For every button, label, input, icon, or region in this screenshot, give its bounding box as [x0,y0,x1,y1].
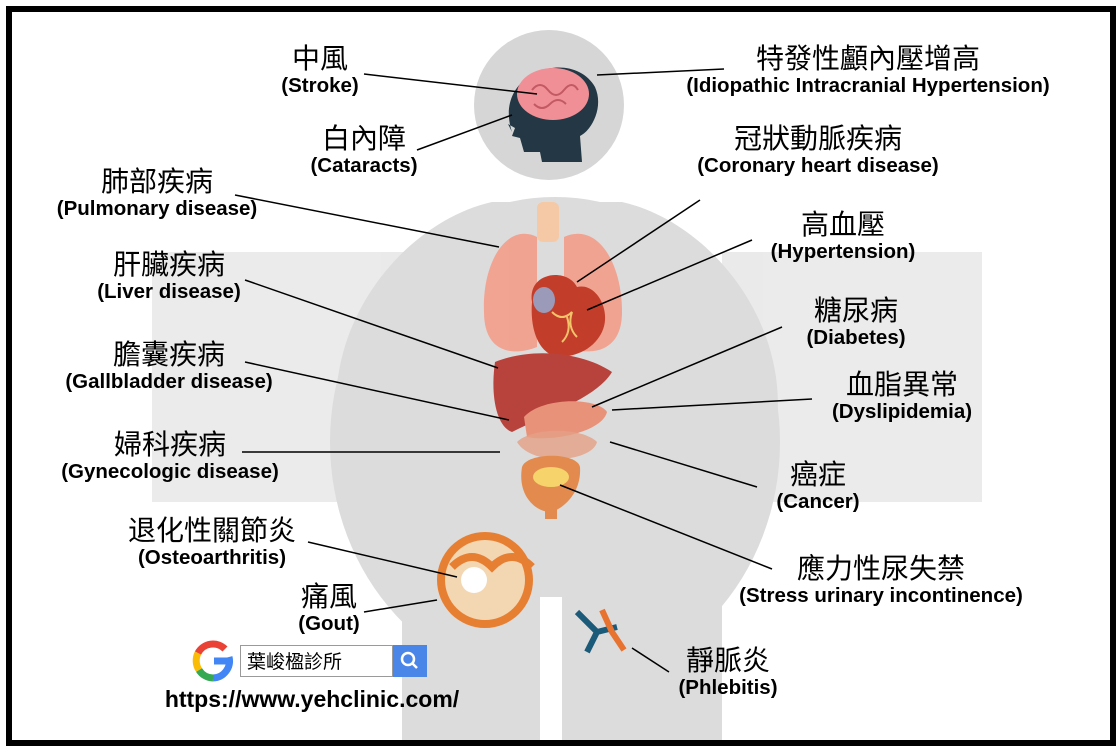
label-stroke-zh: 中風 [291,42,348,75]
label-gallbladder: 膽囊疾病 (Gallbladder disease) [65,340,272,394]
label-dyslipidemia-en: (Dyslipidemia) [831,400,973,423]
search-input[interactable]: 葉峻楹診所 [240,645,393,677]
label-liver: 肝臟疾病 (Liver disease) [97,250,241,304]
label-liver-en: (Liver disease) [97,280,241,303]
label-phlebitis: 靜脈炎 (Phlebitis) [678,646,777,700]
label-liver-zh: 肝臟疾病 [112,248,226,281]
label-gout-en: (Gout) [298,612,360,635]
label-hypertension-zh: 高血壓 [800,208,885,241]
label-stress-urinary-zh: 應力性尿失禁 [796,552,966,585]
label-osteoarthritis: 退化性關節炎 (Osteoarthritis) [128,516,296,570]
label-cataracts-en: (Cataracts) [310,154,418,177]
obesity-diseases-illustration [152,30,982,740]
label-cataracts-zh: 白內障 [321,122,407,155]
label-diabetes-en: (Diabetes) [806,326,906,349]
label-gallbladder-zh: 膽囊疾病 [112,338,226,371]
label-cancer-en: (Cancer) [776,490,860,513]
heart-icon [531,275,606,357]
leg-gap [540,597,562,740]
label-coronary-zh: 冠狀動脈疾病 [733,122,902,155]
label-dyslipidemia-zh: 血脂異常 [845,368,958,401]
label-coronary: 冠狀動脈疾病 (Coronary heart disease) [697,124,939,178]
label-iih: 特發性顱內壓增高 (Idiopathic Intracranial Hypert… [686,44,1049,98]
label-hypertension: 高血壓 (Hypertension) [771,210,916,264]
label-gout: 痛風 (Gout) [298,582,359,636]
label-stress-urinary: 應力性尿失禁 (Stress urinary incontinence) [739,554,1023,608]
label-stress-urinary-en: (Stress urinary incontinence) [739,584,1023,607]
label-hypertension-en: (Hypertension) [770,240,916,263]
knee-joint-icon [437,532,535,628]
label-gallbladder-en: (Gallbladder disease) [65,370,273,393]
label-pulmonary: 肺部疾病 (Pulmonary disease) [57,167,258,221]
label-stroke: 中風 (Stroke) [281,44,358,98]
bladder-icon [521,455,581,519]
label-cancer-zh: 癌症 [789,458,847,491]
label-coronary-en: (Coronary heart disease) [697,154,939,177]
label-gynecologic-en: (Gynecologic disease) [61,460,279,483]
label-phlebitis-en: (Phlebitis) [678,676,778,699]
clinic-url[interactable]: https://www.yehclinic.com/ [164,686,460,712]
label-osteoarthritis-zh: 退化性關節炎 [127,514,297,547]
label-stroke-en: (Stroke) [281,74,359,97]
label-diabetes-zh: 糖尿病 [813,294,899,327]
pancreas-icon [524,401,607,439]
google-g-icon [192,640,233,682]
uterus-icon [517,430,597,459]
label-dyslipidemia: 血脂異常 (Dyslipidemia) [832,370,972,424]
label-gynecologic-zh: 婦科疾病 [113,428,227,461]
label-phlebitis-zh: 靜脈炎 [685,644,770,677]
label-cataracts: 白內障 (Cataracts) [310,124,417,178]
label-gynecologic: 婦科疾病 (Gynecologic disease) [61,430,279,484]
label-pulmonary-zh: 肺部疾病 [100,165,214,198]
leader-lines [234,68,813,673]
label-iih-zh: 特發性顱內壓增高 [755,42,980,75]
search-button[interactable] [393,645,427,677]
label-diabetes: 糖尿病 (Diabetes) [806,296,905,350]
label-osteoarthritis-en: (Osteoarthritis) [137,546,287,569]
head-icon [508,67,599,162]
vein-icon [574,608,627,654]
label-gout-zh: 痛風 [300,580,358,613]
label-iih-en: (Idiopathic Intracranial Hypertension) [686,74,1050,97]
diagram-frame: 中風 (Stroke) 特發性顱內壓增高 (Idiopathic Intracr… [6,6,1116,746]
liver-icon [493,353,612,432]
label-pulmonary-en: (Pulmonary disease) [56,197,258,220]
search-icon [400,651,418,669]
label-cancer: 癌症 (Cancer) [776,460,859,514]
trachea-icon [537,202,559,242]
